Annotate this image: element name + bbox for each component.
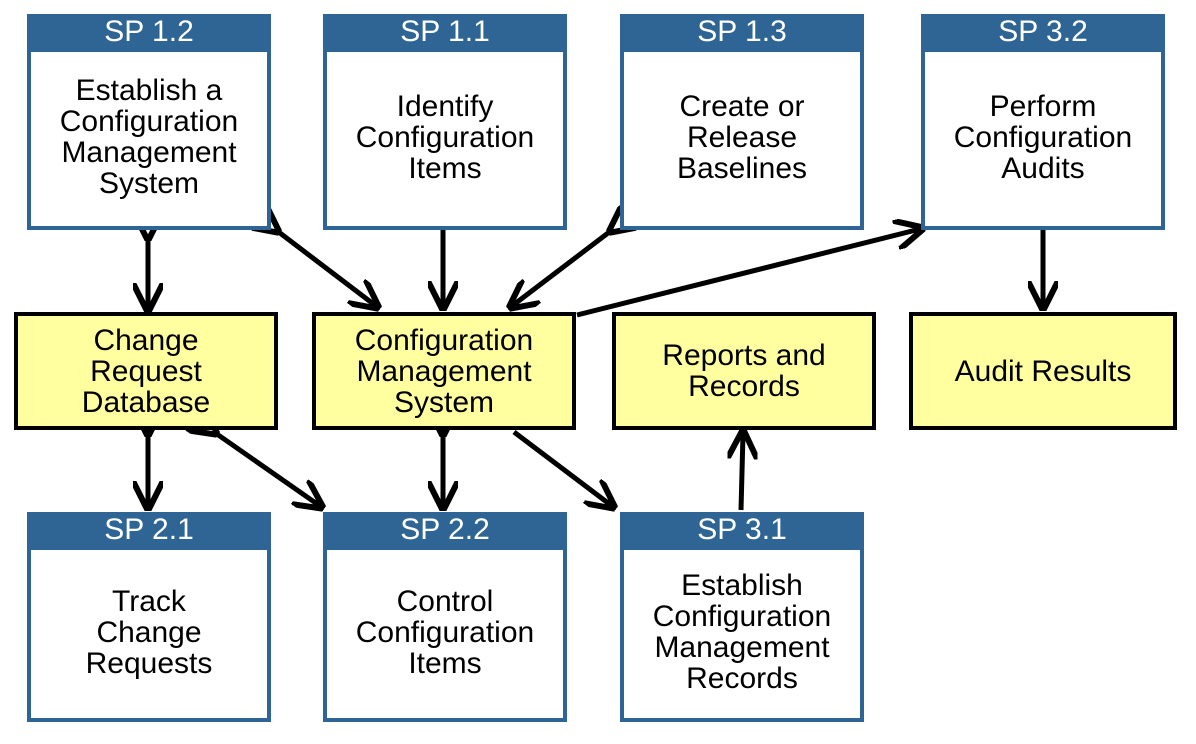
practice-id: SP 1.1 (323, 14, 567, 52)
practice-id: SP 2.2 (323, 512, 567, 550)
practice-sp12: SP 1.2 Establish a Configuration Managem… (27, 14, 271, 230)
work-product-reports-and-records: Reports and Records (612, 312, 876, 430)
practice-text: Track Change Requests (85, 584, 213, 680)
practice-text: Establish a Configuration Management Sys… (59, 74, 239, 200)
practice-sp31: SP 3.1 Establish Configuration Managemen… (620, 512, 864, 722)
practice-text: Establish Configuration Management Recor… (652, 569, 832, 695)
arrow-sp12-cms (276, 230, 376, 306)
work-product-configuration-management-system: Configuration Management System (312, 312, 576, 430)
work-product-audit-results: Audit Results (909, 312, 1177, 430)
practice-sp11: SP 1.1 Identify Configuration Items (323, 14, 567, 230)
work-product-change-request-database: Change Request Database (14, 312, 278, 430)
practice-sp21: SP 2.1 Track Change Requests (27, 512, 271, 722)
practice-text: Identify Configuration Items (355, 89, 535, 185)
arrow-crd-sp22 (214, 432, 320, 506)
practice-id: SP 3.1 (620, 512, 864, 550)
practice-sp32: SP 3.2 Perform Configuration Audits (921, 14, 1165, 230)
practice-text: Create or Release Baselines (676, 89, 808, 185)
practice-id: SP 2.1 (27, 512, 271, 550)
practice-text: Control Configuration Items (355, 584, 535, 680)
practice-sp13: SP 1.3 Create or Release Baselines (620, 14, 864, 230)
arrow-sp13-cms (512, 230, 612, 306)
practice-id: SP 3.2 (921, 14, 1165, 52)
practice-sp22: SP 2.2 Control Configuration Items (323, 512, 567, 722)
practice-text: Perform Configuration Audits (953, 89, 1133, 185)
arrow-sp31-rr (741, 434, 743, 511)
practice-id: SP 1.3 (620, 14, 864, 52)
arrow-cms-sp31 (512, 430, 612, 506)
practice-id: SP 1.2 (27, 14, 271, 52)
arrow-cms-sp32 (576, 229, 920, 318)
